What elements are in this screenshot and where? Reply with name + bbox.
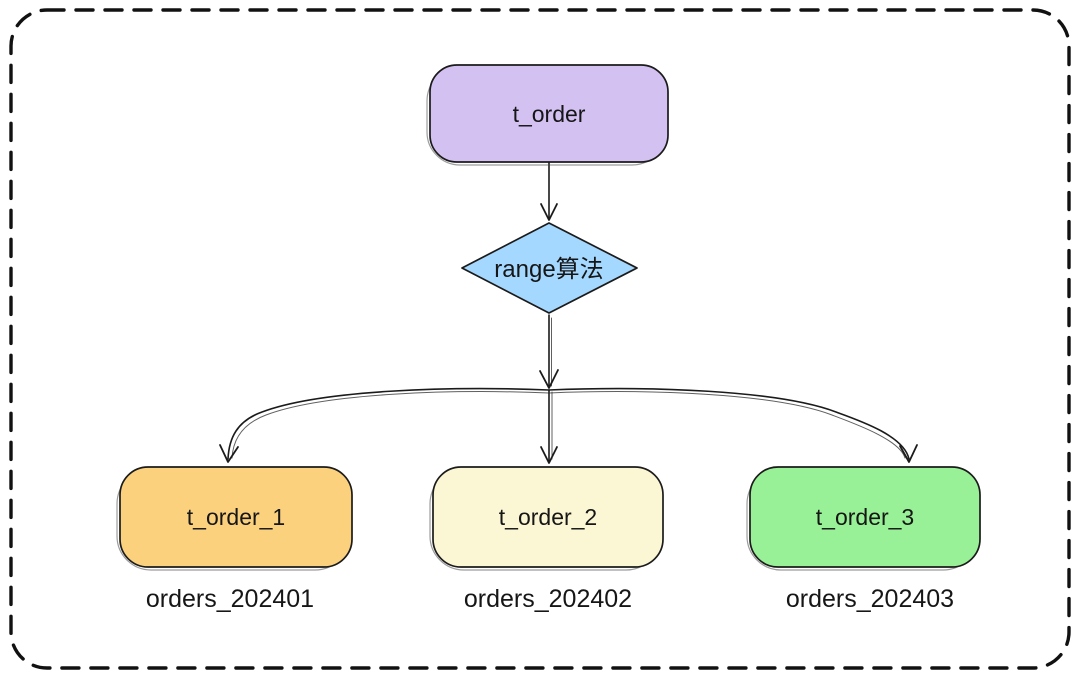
shard-node-2-label: t_order_2 [499, 504, 597, 530]
shard-node-1-caption: orders_202401 [146, 585, 314, 613]
shard-node-1-label: t_order_1 [187, 504, 285, 530]
shard-node-1: t_order_1 orders_202401 [116, 466, 353, 613]
shard-node-1-shape [119, 466, 353, 568]
arrow-to-shard-2 [540, 389, 558, 464]
arrow-to-shard-3 [548, 387, 918, 463]
shard-node-3-shape [749, 466, 981, 568]
decision-node-label: range算法 [494, 256, 603, 283]
decision-node: range算法 [461, 222, 638, 314]
edges [219, 162, 918, 464]
shard-node-3-label: t_order_3 [816, 504, 914, 530]
dashed-border [9, 8, 1071, 670]
root-node-shape [429, 64, 669, 163]
arrow-decision-to-junction [539, 314, 559, 389]
decision-node-shape [461, 222, 638, 314]
root-node: t_order [426, 64, 669, 166]
shard-node-2-caption: orders_202402 [464, 585, 632, 613]
arrow-root-to-decision [540, 162, 558, 221]
shard-node-2-shape [432, 466, 664, 568]
shard-node-3: t_order_3 orders_202403 [746, 466, 981, 613]
root-node-label: t_order [513, 101, 586, 127]
shard-node-2: t_order_2 orders_202402 [429, 466, 664, 613]
shard-node-3-caption: orders_202403 [786, 585, 954, 613]
arrow-to-shard-1 [219, 387, 550, 463]
